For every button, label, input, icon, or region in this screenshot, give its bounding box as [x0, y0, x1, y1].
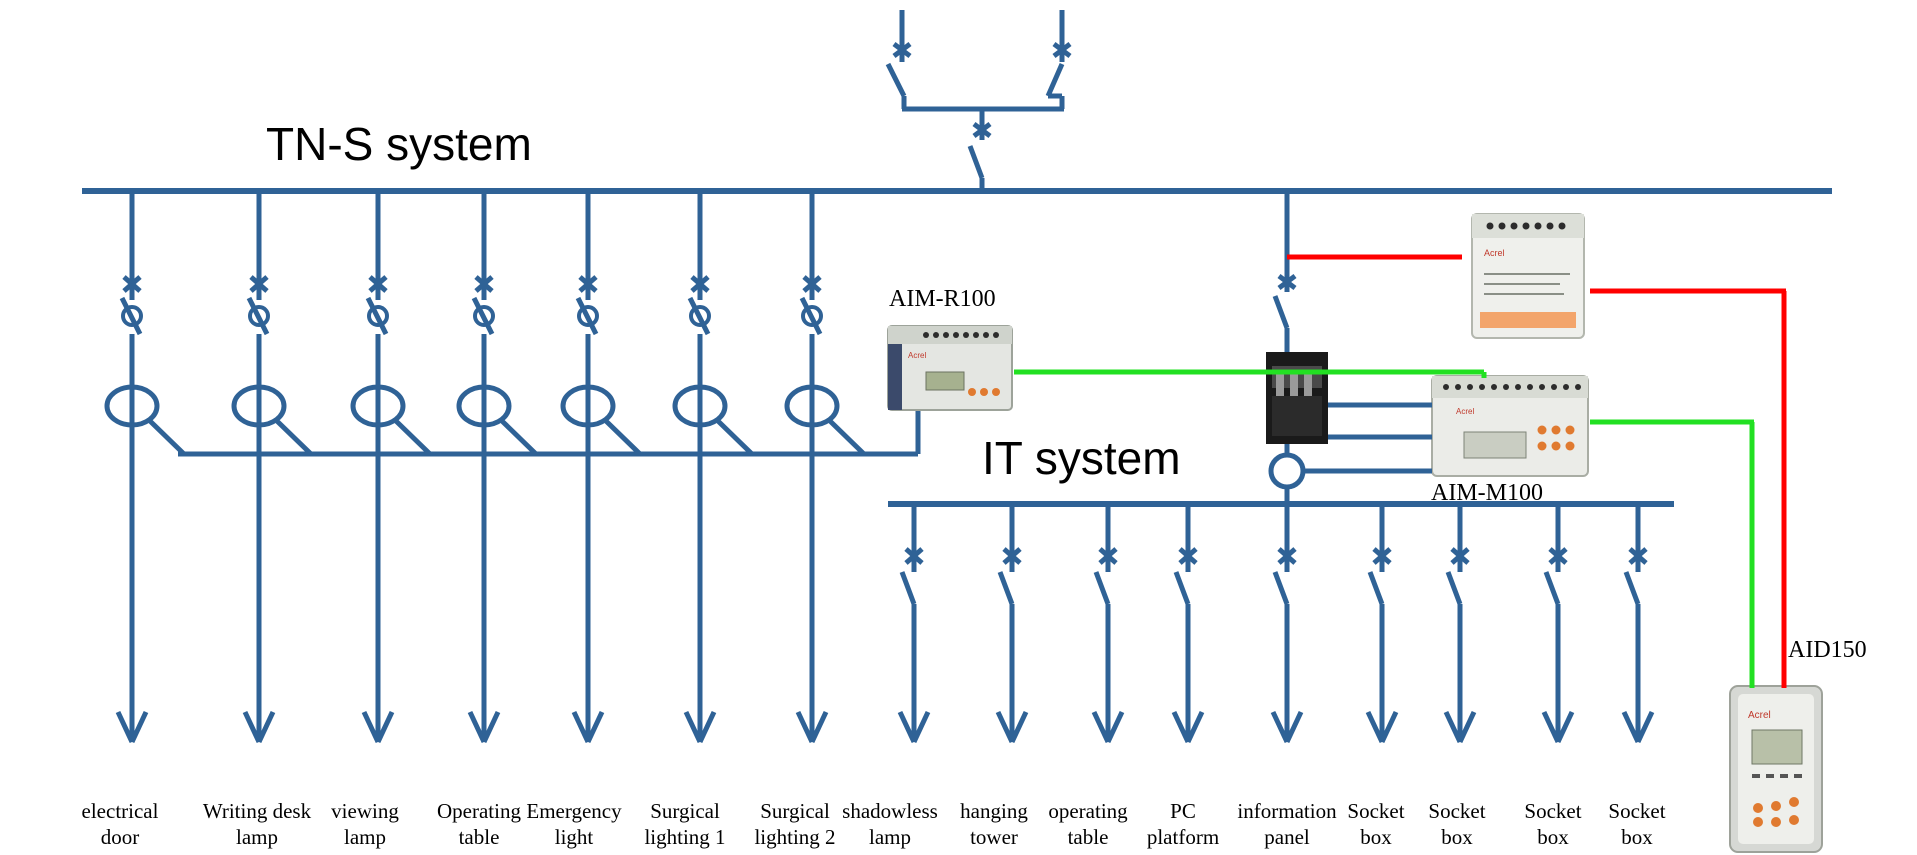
load-label-line2: door — [101, 825, 140, 849]
load-label-line2: box — [1441, 825, 1473, 849]
load-label-line2: light — [555, 825, 594, 849]
load-label-line1: operating — [1048, 799, 1128, 823]
isolation-transformer — [1266, 352, 1328, 444]
aim-m100-brand: Acrel — [1456, 407, 1474, 416]
it-system-label: IT system — [982, 432, 1181, 484]
it-branch — [1365, 504, 1399, 744]
load-label-line1: shadowless — [842, 799, 938, 823]
aim-r100-brand: Acrel — [908, 351, 926, 360]
tns-branch — [350, 191, 432, 744]
load-label-line2: table — [1068, 825, 1109, 849]
aid150-brand: Acrel — [1748, 710, 1771, 721]
it-branch — [1443, 504, 1477, 744]
load-label-line1: Surgical — [760, 799, 830, 823]
aid150-device: Acrel — [1729, 685, 1823, 853]
load-label-line2: platform — [1147, 825, 1219, 849]
it-branch — [897, 504, 931, 744]
red-power-lines — [1287, 254, 1787, 688]
load-label-line2: lamp — [869, 825, 911, 849]
aim-m100-connections — [1303, 402, 1432, 474]
aid150-label: AID150 — [1788, 637, 1867, 663]
tns-branch — [560, 191, 642, 744]
load-label-line2: tower — [970, 825, 1018, 849]
tns-branch — [784, 191, 866, 744]
load-label-line2: panel — [1264, 825, 1310, 849]
power-module-brand: Acrel — [1484, 248, 1505, 258]
it-branch — [1621, 504, 1655, 744]
it-branch — [995, 504, 1029, 744]
aim-r100-label: AIM-R100 — [889, 286, 996, 312]
load-label-line1: electrical — [82, 799, 159, 823]
tns-system-label: TN-S system — [266, 118, 532, 170]
tns-branch — [672, 191, 754, 744]
load-label-line2: lighting 1 — [644, 825, 725, 849]
load-label-line2: box — [1537, 825, 1569, 849]
load-label-line2: box — [1621, 825, 1653, 849]
power-supply-module: Acrel — [1471, 213, 1585, 339]
load-label-line1: viewing — [331, 799, 399, 823]
load-label-line1: Emergency — [526, 799, 622, 823]
load-label-line1: Socket — [1428, 799, 1485, 823]
tns-branch — [231, 191, 313, 744]
load-label-line1: Writing desk — [203, 799, 312, 823]
load-label-line1: hanging — [960, 799, 1028, 823]
load-label-line2: lamp — [236, 825, 278, 849]
it-branch — [1091, 504, 1125, 744]
load-label-line1: Surgical — [650, 799, 720, 823]
aim-m100-device: Acrel — [1431, 375, 1589, 477]
load-label-line2: box — [1360, 825, 1392, 849]
load-label-line1: Socket — [1608, 799, 1665, 823]
tns-branch — [456, 191, 538, 744]
incoming-supply — [885, 10, 1072, 190]
load-label-line1: PC — [1170, 799, 1196, 823]
tns-branch — [104, 191, 186, 744]
tns-branches — [104, 191, 866, 744]
it-branch — [1171, 504, 1205, 744]
load-label-line2: lamp — [344, 825, 386, 849]
transformer-feeder — [1268, 191, 1306, 504]
load-label-line1: Socket — [1347, 799, 1404, 823]
load-label-line1: information — [1237, 799, 1337, 823]
load-label-line2: table — [459, 825, 500, 849]
it-branch — [1541, 504, 1575, 744]
load-label-line1: Socket — [1524, 799, 1581, 823]
load-label-line2: lighting 2 — [754, 825, 835, 849]
green-signal-lines — [1014, 369, 1755, 688]
it-branch — [1270, 504, 1304, 744]
load-label-line1: Operating — [437, 799, 521, 823]
aim-r100-device: Acrel — [887, 325, 1013, 411]
it-branches — [897, 504, 1655, 744]
